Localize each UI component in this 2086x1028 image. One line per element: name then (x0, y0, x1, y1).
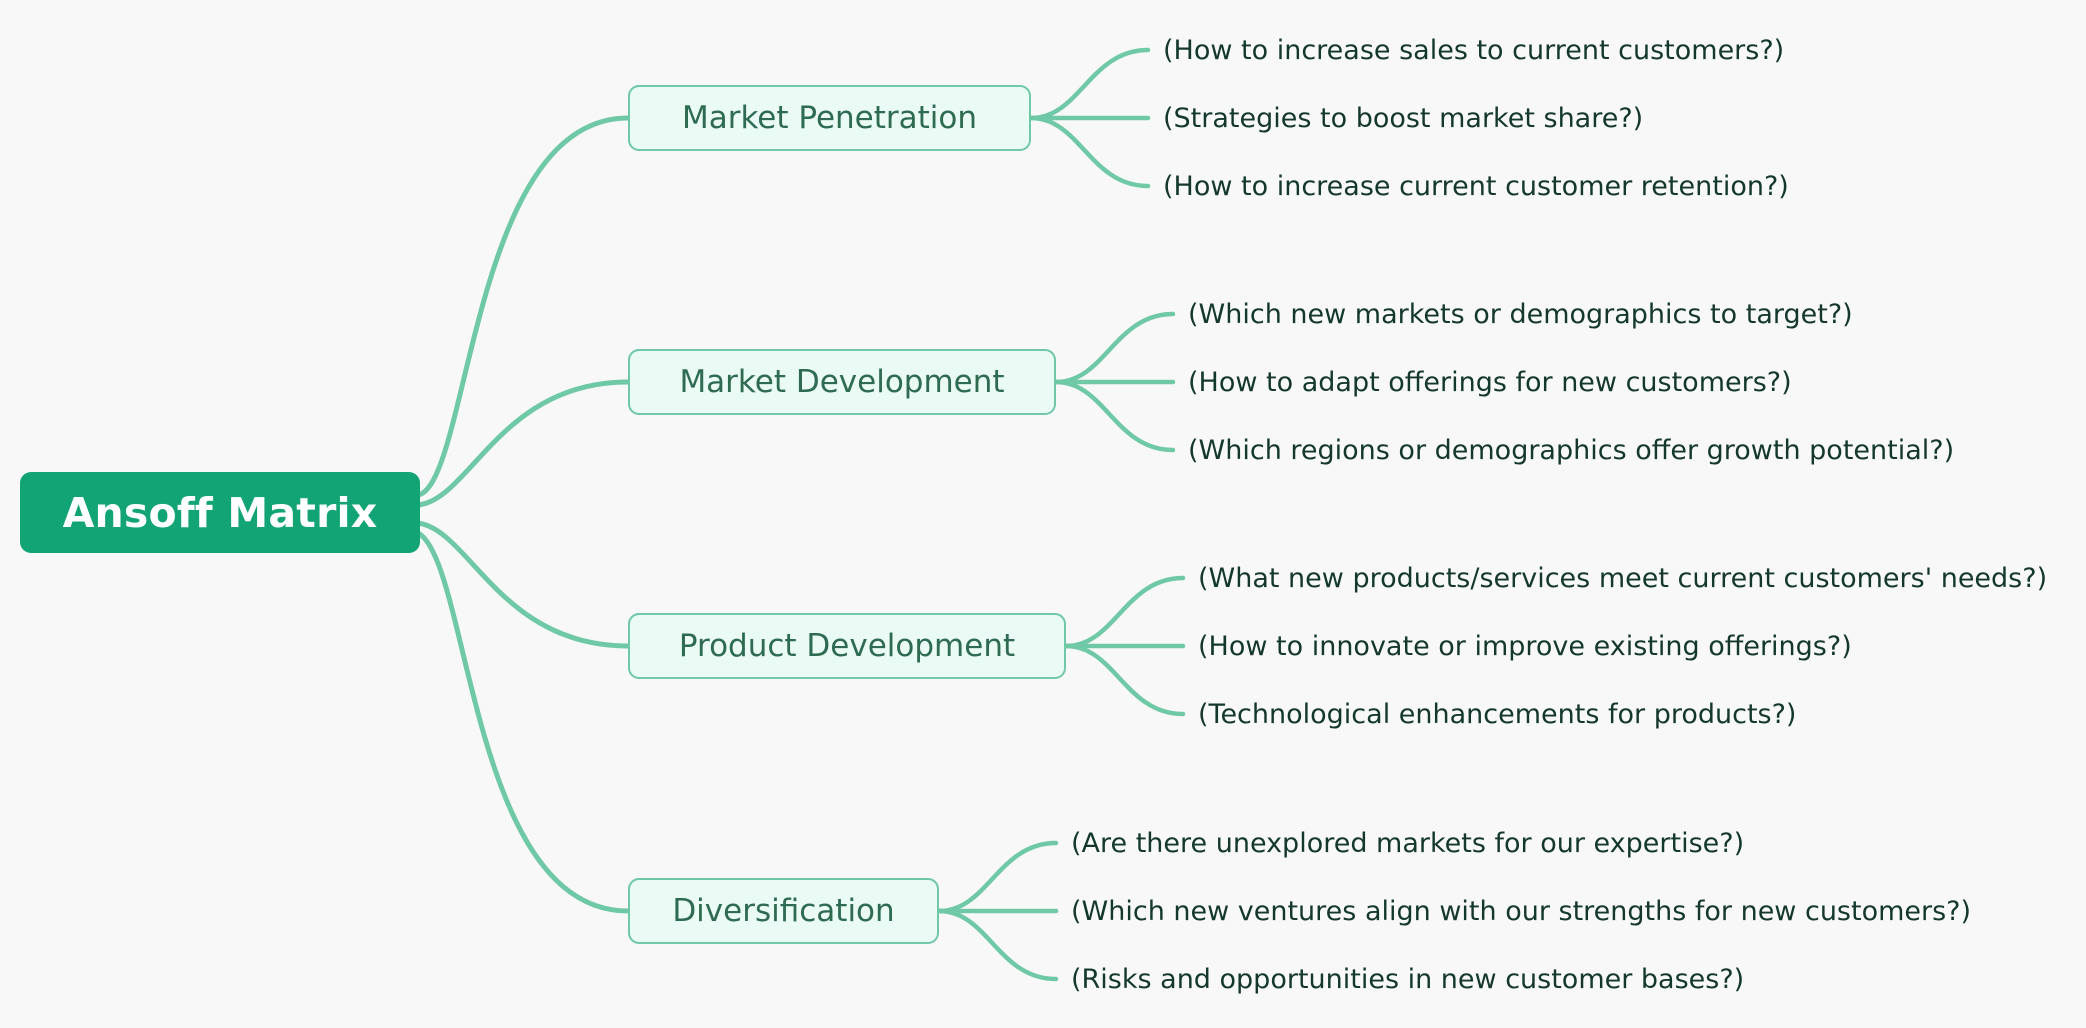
edge-pd-leaf-1 (1063, 575, 1186, 649)
leaf-node-label: (Are there unexplored markets for our ex… (1071, 827, 1745, 859)
leaf-node-pd-1[interactable]: (What new products/services meet current… (1198, 558, 2047, 598)
leaf-node-dv-2[interactable]: (Which new ventures align with our stren… (1071, 891, 1971, 931)
leaf-node-md-1[interactable]: (Which new markets or demographics to ta… (1188, 294, 1888, 334)
edge-root-to-diversification (415, 530, 631, 914)
leaf-node-label: (Risks and opportunities in new customer… (1071, 963, 1745, 995)
leaf-node-mp-3[interactable]: (How to increase current customer retent… (1163, 166, 1789, 206)
branch-node-label: Market Penetration (681, 100, 978, 136)
leaf-node-mp-2[interactable]: (Strategies to boost market share?) (1163, 98, 1783, 138)
leaf-node-md-3[interactable]: (Which regions or demographics offer gro… (1188, 430, 1954, 470)
leaf-node-label: (Which regions or demographics offer gro… (1188, 434, 1955, 466)
root-node-ansoff-matrix[interactable]: Ansoff Matrix (20, 472, 420, 553)
leaf-node-dv-3[interactable]: (Risks and opportunities in new customer… (1071, 959, 1771, 999)
branch-node-product-development[interactable]: Product Development (628, 613, 1066, 679)
root-node-label: Ansoff Matrix (62, 488, 378, 537)
leaf-node-dv-1[interactable]: (Are there unexplored markets for our ex… (1071, 823, 1771, 863)
leaf-node-label: (How to increase sales to current custom… (1163, 34, 1785, 66)
leaf-node-mp-1[interactable]: (How to increase sales to current custom… (1163, 30, 1785, 70)
branch-node-diversification[interactable]: Diversification (628, 878, 939, 944)
branch-node-market-development[interactable]: Market Development (628, 349, 1056, 415)
leaf-node-label: (How to increase current customer retent… (1163, 170, 1789, 202)
edge-mp-leaf-1 (1028, 47, 1151, 121)
edge-mp-leaf-3 (1028, 115, 1151, 189)
leaf-node-label: (Which new markets or demographics to ta… (1188, 298, 1853, 330)
leaf-node-md-2[interactable]: (How to adapt offerings for new customer… (1188, 362, 1888, 402)
leaf-node-label: (How to innovate or improve existing off… (1198, 630, 1852, 662)
branch-node-market-penetration[interactable]: Market Penetration (628, 85, 1031, 151)
edge-md-leaf-3 (1053, 379, 1176, 453)
leaf-node-label: (What new products/services meet current… (1198, 562, 2048, 594)
leaf-node-label: (Strategies to boost market share?) (1163, 102, 1644, 134)
branch-node-label: Product Development (678, 628, 1016, 664)
edge-md-leaf-1 (1053, 311, 1176, 385)
leaf-node-label: (How to adapt offerings for new customer… (1188, 366, 1792, 398)
edge-dv-leaf-3 (936, 908, 1059, 982)
edge-root-to-product-development (415, 520, 631, 649)
edge-root-to-market-penetration (415, 115, 631, 498)
leaf-node-label: (Which new ventures align with our stren… (1071, 895, 1972, 927)
branch-node-label: Market Development (679, 364, 1005, 400)
edge-root-to-market-development (415, 379, 631, 508)
edge-dv-leaf-1 (936, 840, 1059, 914)
leaf-node-label: (Technological enhancements for products… (1198, 698, 1797, 730)
branch-node-label: Diversification (672, 893, 895, 929)
leaf-node-pd-3[interactable]: (Technological enhancements for products… (1198, 694, 1898, 734)
edge-pd-leaf-3 (1063, 643, 1186, 717)
leaf-node-pd-2[interactable]: (How to innovate or improve existing off… (1198, 626, 1898, 666)
